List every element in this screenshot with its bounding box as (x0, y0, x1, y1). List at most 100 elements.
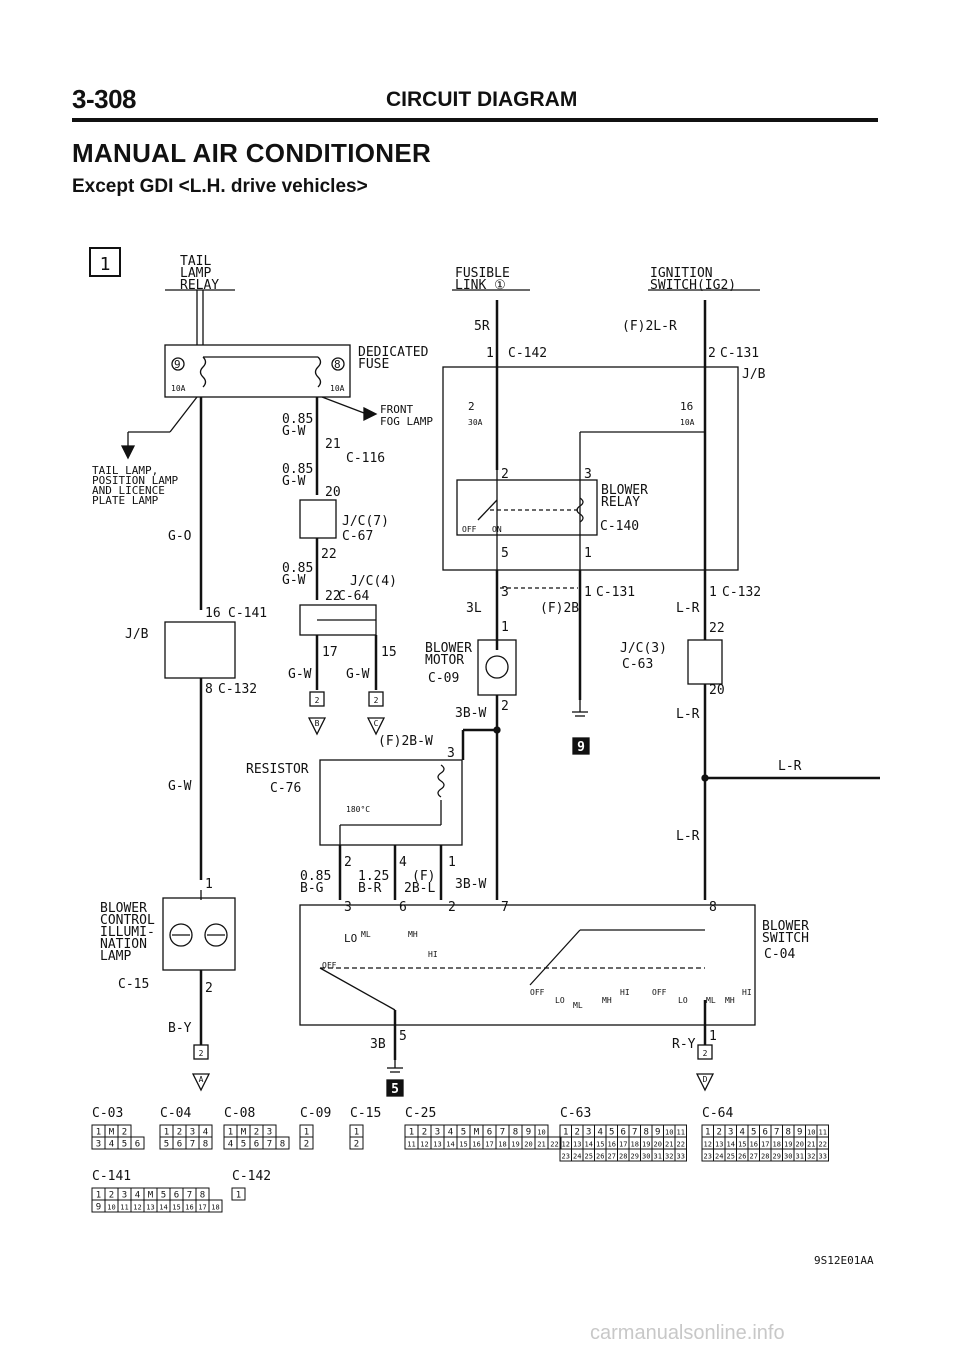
svg-text:3: 3 (501, 585, 509, 600)
connector-pin-number: 5 (609, 1128, 614, 1138)
connector-pin-number: M (148, 1191, 154, 1201)
sheet-marker: 1 (100, 254, 111, 275)
connector-pin-number: 27 (750, 1153, 758, 1161)
svg-text:30A: 30A (468, 418, 483, 427)
svg-text:LAMP: LAMP (100, 949, 131, 964)
connector-pin-number: 12 (562, 1141, 570, 1149)
svg-text:NATION: NATION (100, 937, 147, 952)
svg-text:ON: ON (492, 525, 502, 534)
svg-text:8: 8 (709, 900, 717, 915)
connector-pin-cell (674, 1148, 687, 1162)
connector-pin-number: 7 (632, 1128, 637, 1138)
svg-text:1: 1 (448, 855, 456, 870)
svg-text:1: 1 (205, 877, 213, 892)
connector-pin-number: 2 (575, 1128, 580, 1138)
connector-c140: C-140 (600, 519, 639, 534)
svg-text:L-R: L-R (676, 601, 700, 616)
connector-pin-number: 14 (446, 1141, 454, 1149)
svg-text:15: 15 (381, 645, 397, 660)
connector-pin-number: 18 (211, 1204, 219, 1212)
connector-pin-number: 19 (511, 1141, 519, 1149)
connector-pin-number: 14 (585, 1141, 593, 1149)
connector-pin-number: 9 (797, 1128, 802, 1138)
connector-pin-number: 29 (773, 1153, 781, 1161)
svg-text:OFF: OFF (322, 961, 337, 970)
connector-pin-number: 8 (644, 1128, 649, 1138)
connector-pin-number: 23 (562, 1153, 570, 1161)
connector-pin-number: 8 (280, 1140, 285, 1150)
connector-pin-number: 2 (109, 1191, 114, 1201)
svg-text:BLOWER: BLOWER (762, 919, 809, 934)
svg-text:MOTOR: MOTOR (425, 653, 464, 668)
connector-c131b: C-131 (596, 585, 635, 600)
svg-text:3L: 3L (466, 601, 482, 616)
connector-pin-number: 6 (135, 1140, 140, 1150)
svg-text:0.85: 0.85 (282, 561, 313, 576)
svg-text:J/B: J/B (125, 627, 149, 642)
connector-c15: C-15 (118, 977, 149, 992)
connector-pin-number: 22 (677, 1141, 685, 1149)
connector-c63: C-63 (622, 657, 653, 672)
connector-pin-number: M (241, 1128, 247, 1138)
svg-text:6: 6 (399, 900, 407, 915)
connector-pin-number: 21 (537, 1141, 545, 1149)
connector-pin-number: 20 (524, 1141, 532, 1149)
connector-pin-number: 13 (715, 1141, 723, 1149)
connector-pin-number: M (474, 1128, 480, 1138)
svg-text:POSITION LAMP: POSITION LAMP (92, 474, 178, 487)
svg-text:LO: LO (555, 996, 565, 1005)
svg-text:MH: MH (408, 930, 418, 939)
connector-pin-cell (275, 1136, 290, 1150)
svg-text:1: 1 (486, 346, 494, 361)
connector-pin-number: 15 (738, 1141, 746, 1149)
svg-text:2: 2 (315, 696, 320, 705)
svg-text:180°C: 180°C (346, 805, 370, 814)
svg-text:HI: HI (742, 988, 752, 997)
page-number: 3-308 (72, 84, 137, 114)
svg-text:5: 5 (399, 1029, 407, 1044)
svg-text:5: 5 (391, 1082, 399, 1097)
svg-text:10A: 10A (680, 418, 695, 427)
svg-text:2: 2 (468, 400, 475, 413)
connector-pin-number: 9 (96, 1203, 101, 1213)
svg-text:B-Y: B-Y (168, 1021, 192, 1036)
svg-text:G-W: G-W (282, 474, 306, 489)
connector-pin-number: 15 (172, 1204, 180, 1212)
connector-pin-number: 11 (677, 1129, 685, 1137)
connector-pin-number: 1 (96, 1128, 101, 1138)
connector-legend-label: C-08 (224, 1106, 255, 1121)
svg-text:SWITCH(IG2): SWITCH(IG2) (650, 278, 736, 293)
connector-pin-number: 14 (159, 1204, 167, 1212)
connector-pin-number: 5 (161, 1191, 166, 1201)
connector-c76: C-76 (270, 781, 301, 796)
svg-text:16: 16 (205, 606, 221, 621)
connector-pin-number: 22 (550, 1141, 558, 1149)
svg-text:MH: MH (602, 996, 612, 1005)
svg-text:10A: 10A (171, 384, 186, 393)
connector-legend-label: C-03 (92, 1106, 123, 1121)
connector-pin-number: 31 (654, 1153, 662, 1161)
svg-text:22: 22 (709, 621, 725, 636)
svg-text:LO: LO (344, 932, 357, 945)
connector-pin-number: 23 (704, 1153, 712, 1161)
svg-text:3: 3 (584, 467, 592, 482)
connector-c116: C-116 (346, 451, 385, 466)
page-subtitle: Except GDI <L.H. drive vehicles> (72, 176, 368, 197)
connector-c132b: C-132 (722, 585, 761, 600)
connector-pin-number: 27 (608, 1153, 616, 1161)
svg-text:3B: 3B (370, 1037, 386, 1052)
connector-pin-number: 7 (500, 1128, 505, 1138)
connector-pin-number: 16 (750, 1141, 758, 1149)
connector-c132: C-132 (218, 682, 257, 697)
connector-pin-number: 2 (304, 1140, 309, 1150)
connector-pin-number: 13 (433, 1141, 441, 1149)
connector-pin-number: M (109, 1128, 115, 1138)
connector-pin-number: 2 (177, 1128, 182, 1138)
svg-text:2: 2 (199, 1049, 204, 1058)
svg-text:LAMP: LAMP (180, 266, 211, 281)
connector-pin-number: 14 (727, 1141, 735, 1149)
connector-pin-number: 20 (654, 1141, 662, 1149)
connector-legend-label: C-63 (560, 1106, 591, 1121)
connector-pin-number: 17 (619, 1141, 627, 1149)
